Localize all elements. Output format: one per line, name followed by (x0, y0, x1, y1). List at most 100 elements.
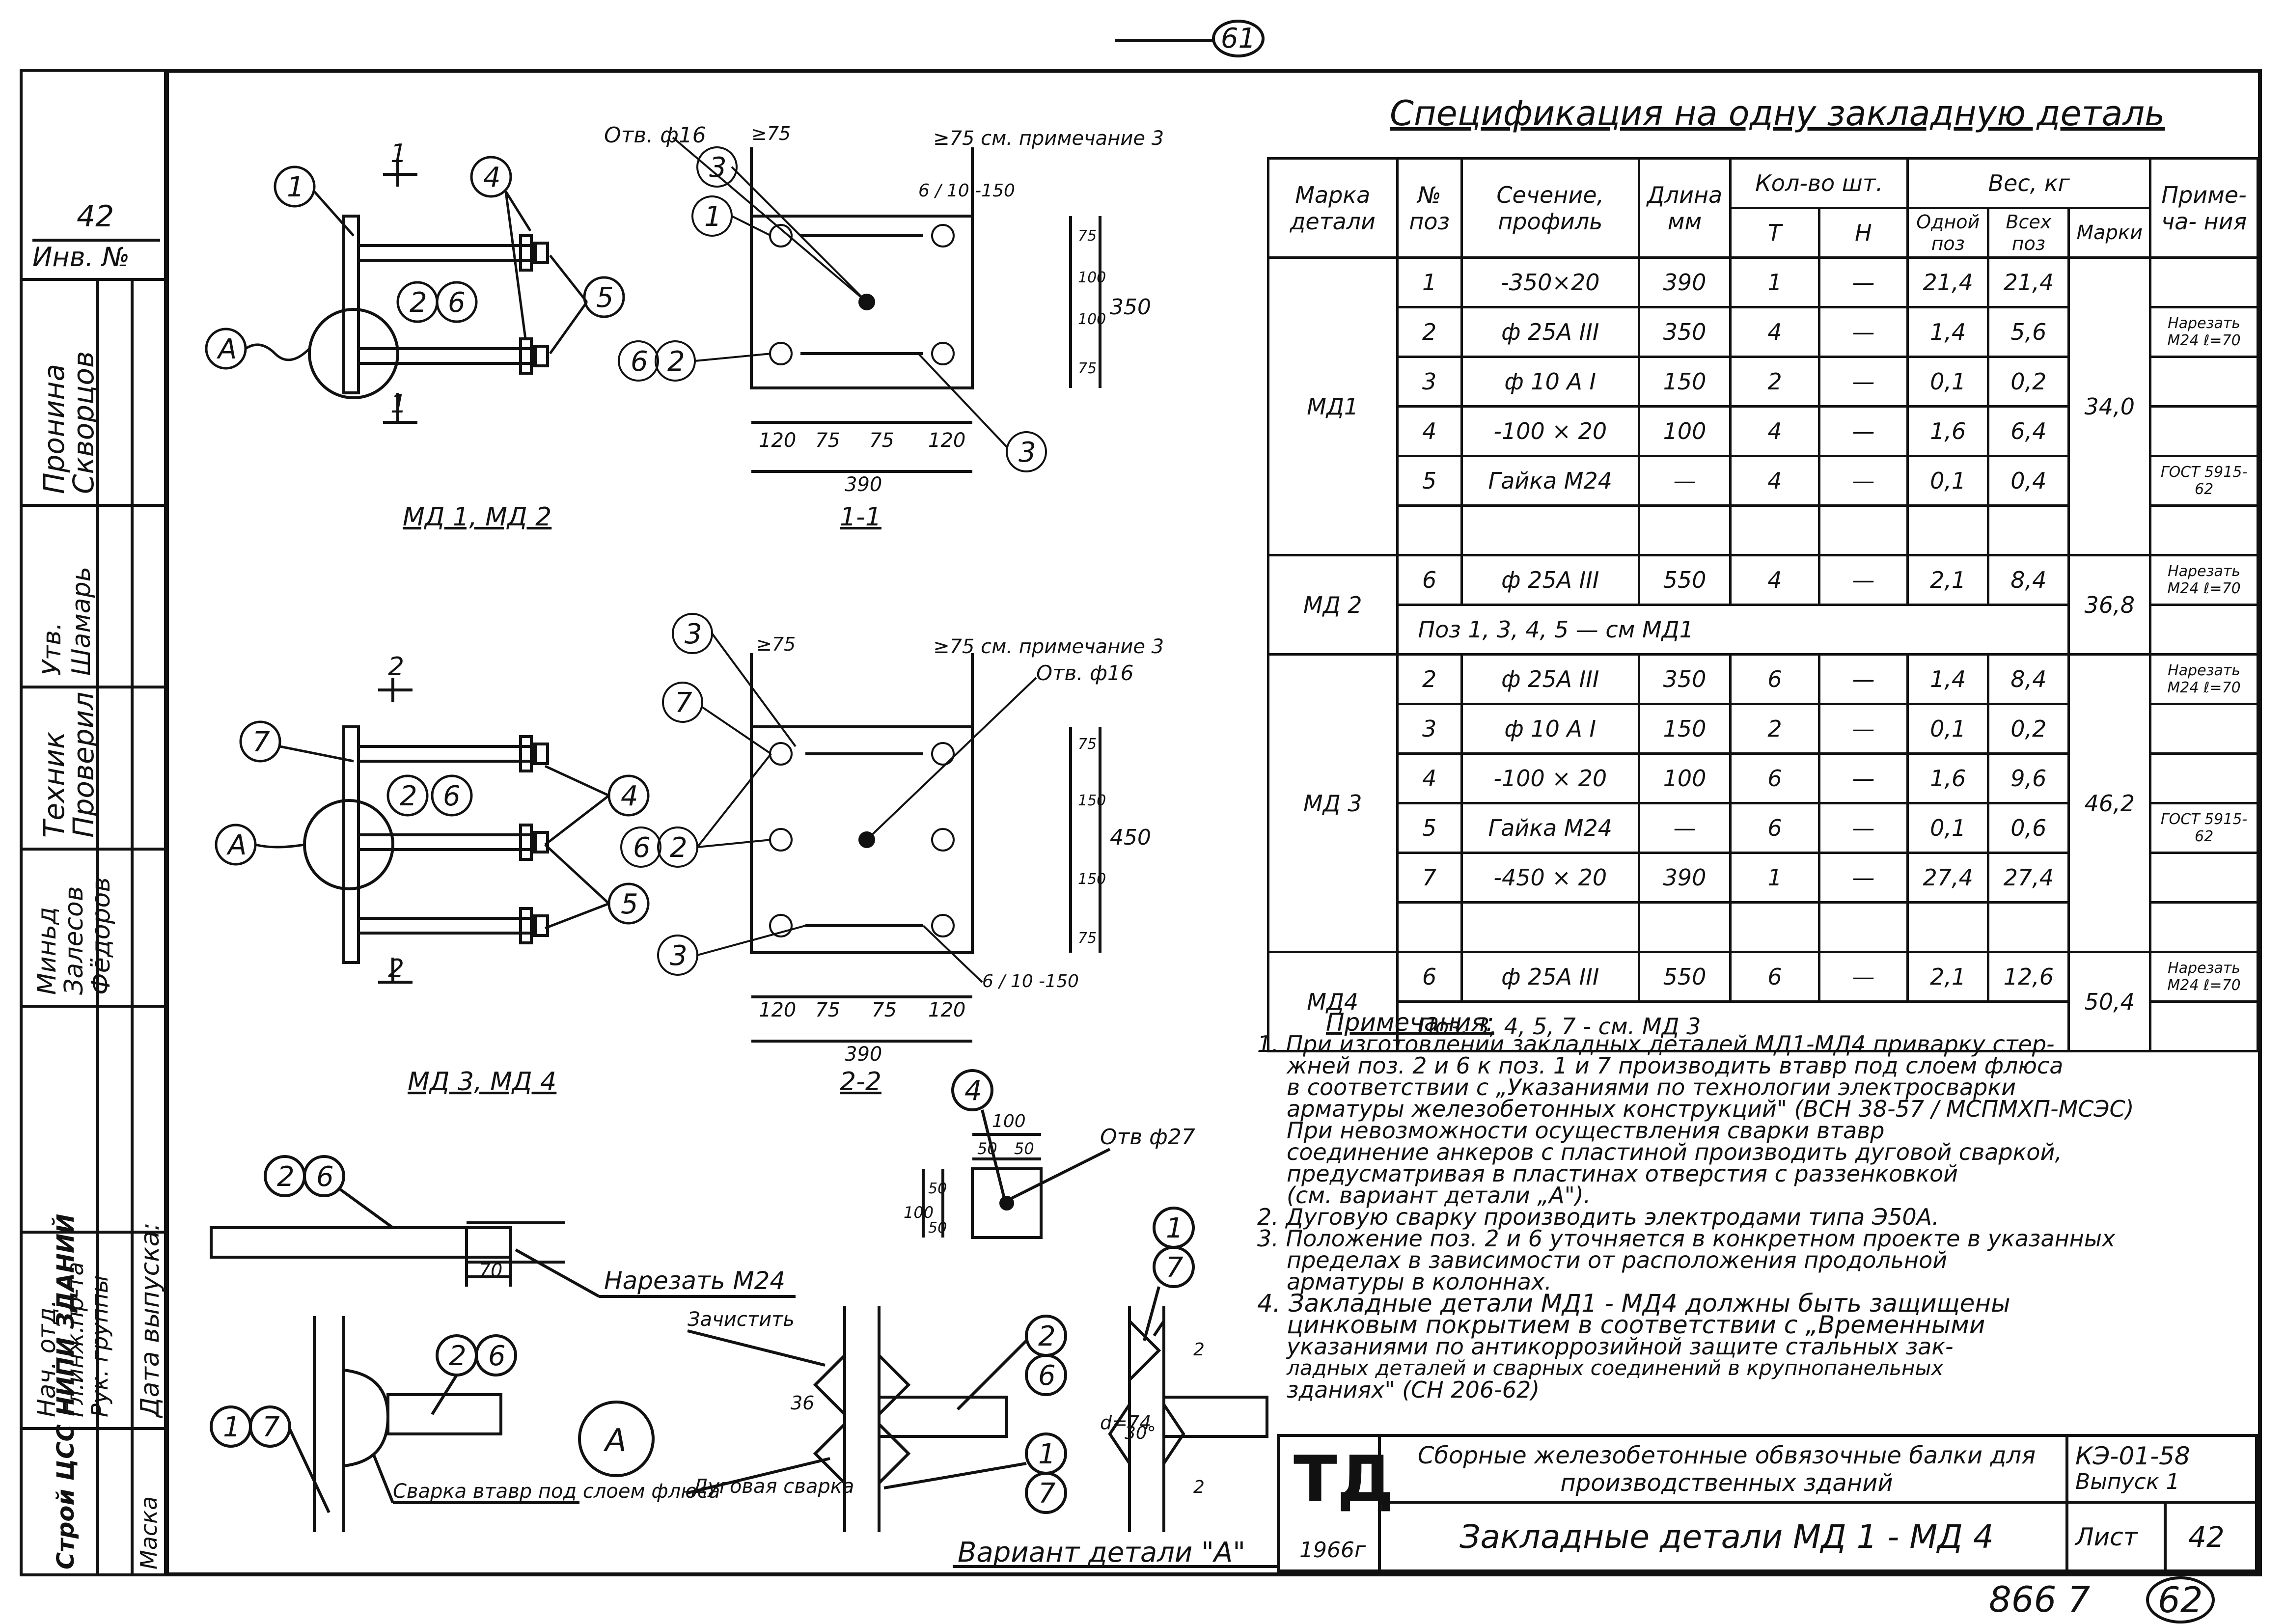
cell-t: 6 (1729, 653, 1820, 705)
dim-d74: d=74 (1100, 1412, 1151, 1433)
cell-note: Нарезать М24 ℓ=70 (2149, 554, 2259, 606)
callout-6-plan2: 6 (633, 832, 651, 864)
cell-n: — (1817, 455, 1909, 507)
cell-all: 8,4 (1987, 554, 2070, 606)
plate-dim-5: 50 (928, 1180, 947, 1197)
mid-vdim-4: 75 (1078, 930, 1097, 947)
mid-total: 390 (845, 1043, 882, 1066)
weld-label: Сварка втавр под слоем флюса (393, 1480, 720, 1503)
callout-6-mid: 6 (443, 780, 461, 812)
plate-dim-1: 100 (992, 1111, 1026, 1131)
cell-md4-ref: Поз. 3, 4, 5, 7 - см. МД 3 (1396, 1000, 2070, 1052)
table-row: 4 -100 × 20 100 6 — 1,6 9,6 (1268, 752, 2259, 804)
cell-one: 0,1 (1906, 356, 1990, 408)
hdr-section: Сечение, профиль (1460, 157, 1640, 259)
inv-label: Инв. № (32, 239, 160, 273)
cell-one: 0,1 (1906, 455, 1990, 507)
cell-t: 4 (1729, 455, 1820, 507)
table-row: 5 Гайка М24 — 6 — 0,1 0,6 ГОСТ 5915-62 (1268, 802, 2259, 854)
callout-3-plan1b: 3 (1019, 437, 1036, 468)
dim-2-bot: 2 (1193, 1477, 1205, 1497)
cell-note (2149, 752, 2259, 804)
cell-one: 2,1 (1906, 554, 1990, 606)
top-dim-3: 75 (869, 429, 894, 452)
note-line: арматуры железобетонных конструкций" (ВС… (1287, 1096, 2134, 1122)
callout-2-weld: 2 (449, 1340, 467, 1372)
cell-t: 6 (1729, 802, 1820, 854)
hole-label-mid: Отв. ф16 (1036, 661, 1133, 685)
cell-note: ГОСТ 5915-62 (2149, 802, 2259, 854)
note-line: арматуры в колоннах. (1287, 1268, 1552, 1295)
cell-n: — (1817, 951, 1909, 1003)
cell-one: 1,6 (1906, 752, 1990, 804)
cell-section: -100 × 20 (1460, 752, 1640, 804)
cell-mark-md1: МД1 (1267, 256, 1399, 556)
dim-6-10-150-mid: 6 / 10 -150 (982, 971, 1079, 991)
callout-6-top: 6 (448, 287, 466, 319)
cell-section: Гайка М24 (1460, 455, 1640, 507)
cell-t: 4 (1729, 405, 1820, 457)
cell-length: 390 (1637, 852, 1732, 904)
top-total: 390 (845, 473, 882, 496)
cell-all: 5,6 (1987, 306, 2070, 358)
top-vdim-1: 75 (1078, 227, 1097, 245)
cell-section: -100 × 20 (1460, 405, 1640, 457)
title-code: КЭ-01-58 (2075, 1442, 2190, 1470)
cell-one: 27,4 (1906, 852, 1990, 904)
hdr-pos: № поз (1396, 157, 1463, 259)
cell-all: 21,4 (1987, 256, 2070, 308)
cell-length: 150 (1637, 703, 1732, 755)
variant-label: Вариант детали "А" (958, 1537, 1245, 1569)
cell-length: 100 (1637, 405, 1732, 457)
notes-block: Примечания: 1. При изготовлении закладны… (1257, 1010, 2249, 1401)
cell-note: Нарезать М24 ℓ=70 (2149, 306, 2259, 358)
callout-5-mid: 5 (621, 888, 638, 920)
mid-dim-4: 120 (928, 999, 965, 1021)
note-line: цинковым покрытием в соответствии с „Вре… (1287, 1311, 1985, 1339)
hdr-w-one: Одной поз (1906, 207, 1990, 259)
table-row: МД1 1 -350×20 390 1 — 21,4 21,4 34,0 (1267, 256, 2259, 556)
callout-7-mid: 7 (252, 726, 270, 758)
cell-length: 150 (1637, 356, 1732, 408)
callout-4-plate: 4 (964, 1075, 982, 1107)
hdr-qty-t: Т (1729, 207, 1820, 259)
cell-md2-ref: Поз 1, 3, 4, 5 — см МД1 (1396, 604, 2070, 656)
cell-one: 21,4 (1906, 256, 1990, 308)
callout-2-top: 2 (410, 287, 427, 319)
spec-title: Спецификация на одну закладную деталь (1390, 93, 2165, 134)
callout-1-variant: 1 (1038, 1438, 1056, 1470)
cell-weight-md4: 50,4 (2067, 951, 2152, 1052)
top-dim-4: 120 (928, 429, 965, 452)
callout-3-plan1a: 3 (709, 152, 727, 184)
mid-dim-1: 120 (759, 999, 796, 1021)
cell-n: — (1817, 554, 1909, 606)
cell-note (2149, 703, 2259, 755)
cell-pos: 6 (1396, 951, 1463, 1003)
title-year: 1966г (1299, 1538, 1366, 1563)
cell-t: 1 (1729, 852, 1820, 904)
cell-all: 6,4 (1987, 405, 2070, 457)
hdr-note: Приме- ча- ния (2149, 157, 2259, 259)
top-vdim-3: 100 (1078, 311, 1106, 328)
cell-one: 1,4 (1906, 306, 1990, 358)
callout-3-plan2b: 3 (670, 940, 688, 972)
cell-all: 8,4 (1987, 653, 2070, 705)
cell-section: ф 10 А I (1460, 356, 1640, 408)
sheet-corner-number: 62 (2146, 1576, 2215, 1624)
cell-length: 350 (1637, 306, 1732, 358)
dim-2-top: 2 (1193, 1340, 1205, 1360)
ge75-top: ≥75 (751, 123, 791, 144)
cell-all: 12,6 (1987, 951, 2070, 1003)
cell-n: — (1817, 752, 1909, 804)
callout-7-variant: 7 (1038, 1478, 1056, 1510)
top-dim-1: 120 (759, 429, 796, 452)
cell-n: — (1817, 653, 1909, 705)
cell-note (2149, 405, 2259, 457)
cell-section: ф 10 А I (1460, 703, 1640, 755)
ge75-mid: ≥75 (756, 633, 796, 655)
cell-t: 4 (1729, 554, 1820, 606)
hdr-qty-n: Н (1817, 207, 1909, 259)
note-line: предусматривая в пластинах отверстия с р… (1287, 1160, 1958, 1187)
cell-pos: 4 (1396, 752, 1463, 804)
note-line: 2. Дуговую сварку производить электродам… (1257, 1204, 1939, 1230)
